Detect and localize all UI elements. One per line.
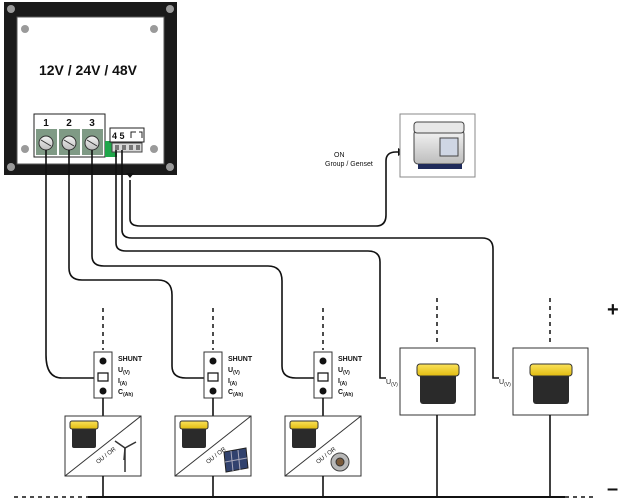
shunt-title: SHUNT [228, 356, 253, 363]
aux-connector: 4 5 [109, 127, 145, 153]
shunt-capacity-sub: (Ah) [123, 392, 133, 398]
shunt-voltage-label: U [118, 367, 123, 374]
shunt-current-label: I [228, 378, 230, 385]
shunt-branch-1: SHUNT U(V) I(A) C(Ah) OU / OR [64, 308, 143, 497]
battery-monitor-panel: 12V / 24V / 48V 1 2 3 4 5 [4, 2, 177, 175]
terminal-label-3: 3 [89, 118, 95, 129]
battery-icon [416, 363, 460, 404]
shunt-voltage-sub: (V) [123, 370, 130, 376]
shunt-current-label: I [118, 378, 120, 385]
shunt-voltage-sub: (V) [233, 370, 240, 376]
voltage-probe-sub: (V) [391, 382, 398, 388]
battery-icon [529, 363, 573, 404]
voltage-range-label: 12V / 24V / 48V [39, 62, 138, 78]
terminal-label-1: 1 [43, 118, 49, 129]
svg-text:C(Ah): C(Ah) [338, 389, 353, 398]
shunt-branch-2: SHUNT U(V) I(A) C(Ah) OU / OR [174, 308, 253, 497]
voltage-battery-2: U(V) [499, 298, 589, 497]
svg-text:I(A): I(A) [118, 378, 127, 387]
negative-sign: – [607, 478, 618, 500]
shunt-voltage-sub: (V) [343, 370, 350, 376]
genset-label: Group / Genset [325, 161, 373, 168]
screw-icon [7, 5, 174, 171]
shunt-title: SHUNT [338, 356, 363, 363]
svg-text:C(Ah): C(Ah) [118, 389, 133, 398]
shunt-current-sub: (A) [340, 381, 347, 387]
svg-text:U(V): U(V) [118, 367, 130, 376]
shunt-current-sub: (A) [120, 381, 127, 387]
battery-icon [289, 420, 319, 448]
battery-icon [69, 420, 99, 448]
wires [45, 148, 499, 379]
shunt-voltage-label: U [228, 367, 233, 374]
alternator-icon [330, 452, 350, 472]
genset: ON Group / Genset [325, 113, 476, 178]
shunt-voltage-label: U [338, 367, 343, 374]
positive-sign: + [607, 299, 619, 321]
shunt-capacity-label: C [228, 389, 233, 396]
voltage-probe-sub: (V) [504, 382, 511, 388]
shunt-current-label: I [338, 378, 340, 385]
shunt-capacity-sub: (Ah) [233, 392, 243, 398]
shunt-branch-3: SHUNT U(V) I(A) C(Ah) OU / OR [284, 308, 363, 497]
shunt-current-sub: (A) [230, 381, 237, 387]
wind-turbine-icon [114, 440, 137, 472]
voltage-probe-label: U [386, 379, 391, 386]
shunt-capacity-label: C [118, 389, 123, 396]
generator-icon [413, 121, 465, 169]
shunt-title: SHUNT [118, 356, 143, 363]
terminal-label-2: 2 [66, 118, 72, 129]
voltage-battery-1: U(V) [386, 298, 476, 497]
aux-terminal-label: 4 5 [112, 131, 125, 141]
solar-panel-icon [223, 447, 249, 473]
voltage-probe-label: U [499, 379, 504, 386]
svg-text:U(V): U(V) [499, 379, 511, 388]
shunt-capacity-sub: (Ah) [343, 392, 353, 398]
battery-icon [179, 420, 209, 448]
svg-text:U(V): U(V) [228, 367, 240, 376]
terminal-block: 1 2 3 [33, 113, 117, 158]
svg-text:C(Ah): C(Ah) [228, 389, 243, 398]
svg-text:U(V): U(V) [338, 367, 350, 376]
genset-on-label: ON [334, 152, 345, 159]
svg-text:I(A): I(A) [228, 378, 237, 387]
svg-text:U(V): U(V) [386, 379, 398, 388]
shunt-capacity-label: C [338, 389, 343, 396]
svg-text:I(A): I(A) [338, 378, 347, 387]
